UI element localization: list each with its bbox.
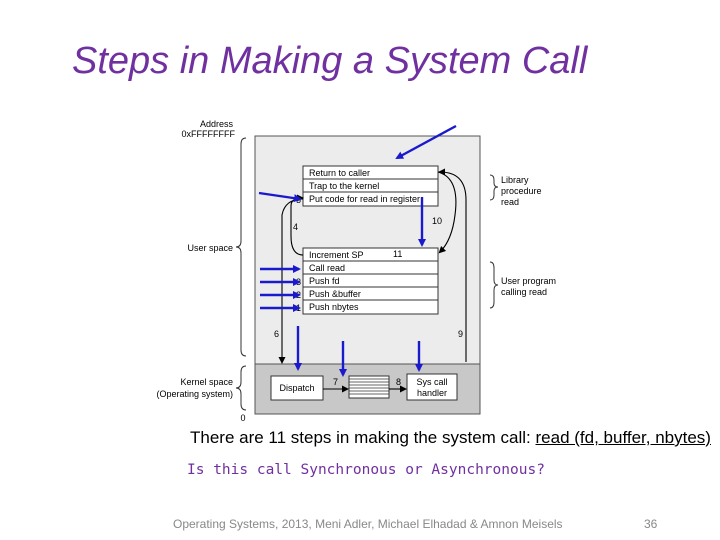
slide-title: Steps in Making a System Call xyxy=(72,40,588,82)
kernel-space-brace xyxy=(235,365,247,411)
step-number-9: 9 xyxy=(458,329,463,339)
step-number-7: 7 xyxy=(333,377,338,387)
user-item-push-buffer: Push &buffer xyxy=(309,289,361,299)
user-program-box xyxy=(302,247,439,315)
library-label-line2: procedure xyxy=(501,186,542,196)
dispatch-box xyxy=(270,375,324,401)
caption-text: There are 11 steps in making the system … xyxy=(190,428,536,447)
blue-arrow-5 xyxy=(258,191,302,203)
caption-call-signature: read (fd, buffer, nbytes) xyxy=(535,428,711,447)
slide-caption: There are 11 steps in making the system … xyxy=(190,428,711,448)
dispatch-label: Dispatch xyxy=(279,383,314,393)
slide-footer: Operating Systems, 2013, Meni Adler, Mic… xyxy=(173,517,563,531)
sys-call-handler-box xyxy=(406,373,458,401)
step-number-4: 4 xyxy=(293,222,298,232)
kernel-space-label: Kernel space xyxy=(180,377,233,387)
library-item-put-code: Put code for read in register xyxy=(309,194,420,204)
user-item-push-nbytes: Push nbytes xyxy=(309,302,359,312)
flow-arrow-9 xyxy=(438,168,467,362)
step-number-8: 8 xyxy=(396,377,401,387)
dispatch-table xyxy=(348,375,390,399)
blue-step-arrows xyxy=(258,124,457,377)
user-item-push-fd: Push fd xyxy=(309,276,340,286)
handler-label-line2: handler xyxy=(417,388,447,398)
library-item-return: Return to caller xyxy=(309,168,370,178)
flow-arrow-10-11 xyxy=(437,171,457,254)
library-label-line1: Library xyxy=(501,175,529,185)
step-number-11: 11 xyxy=(393,249,402,259)
address-low-label: 0 xyxy=(240,413,245,423)
slide-question: Is this call Synchronous or Asynchronous… xyxy=(187,462,545,478)
address-high-label: 0xFFFFFFFF xyxy=(182,129,236,139)
step-number-6: 6 xyxy=(274,329,279,339)
user-program-label-line1: User program xyxy=(501,276,556,286)
step-number-5: 5 xyxy=(296,195,301,205)
user-program-brace xyxy=(489,261,499,309)
kernel-space-sublabel: (Operating system) xyxy=(156,389,233,399)
library-procedure-box xyxy=(302,165,439,207)
step-number-10: 10 xyxy=(432,216,442,226)
user-program-label-line2: calling read xyxy=(501,287,547,297)
user-item-call-read: Call read xyxy=(309,263,345,273)
page-number: 36 xyxy=(644,517,658,531)
user-space-brace xyxy=(235,137,247,357)
library-brace xyxy=(489,174,499,201)
handler-label-line1: Sys call xyxy=(416,377,447,387)
blue-arrow-return xyxy=(395,124,457,160)
user-space-label: User space xyxy=(187,243,233,253)
user-item-increment-sp: Increment SP xyxy=(309,250,364,260)
library-item-trap: Trap to the kernel xyxy=(309,181,379,191)
address-label: Address xyxy=(200,119,234,129)
library-label-line3: read xyxy=(501,197,519,207)
